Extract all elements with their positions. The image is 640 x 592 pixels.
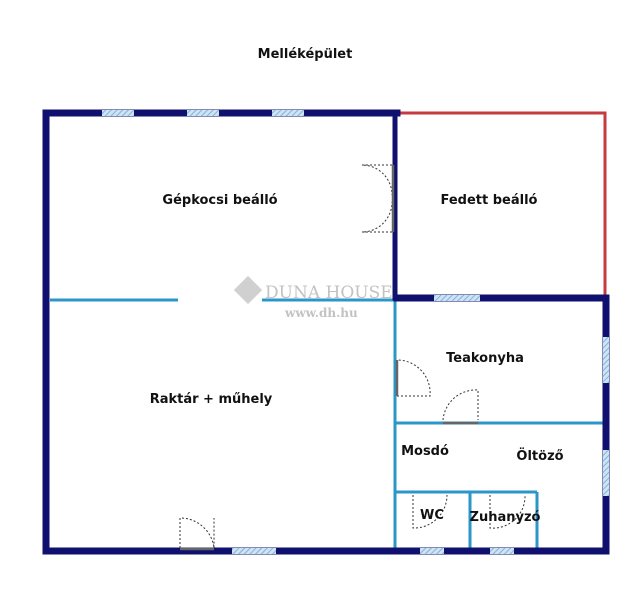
room-changing: Öltöző	[516, 448, 563, 464]
room-storage: Raktár + műhely	[150, 392, 273, 407]
room-covered: Fedett beálló	[441, 193, 538, 208]
room-shower: Zuhanyzó	[470, 510, 541, 525]
title: Melléképület	[258, 47, 353, 62]
windows	[102, 110, 609, 554]
room-garage: Gépkocsi beálló	[162, 193, 277, 208]
inner-walls	[50, 298, 603, 551]
watermark-url: www.dh.hu	[284, 306, 358, 320]
doors	[179, 164, 526, 549]
door-leaves	[180, 165, 478, 551]
outer-walls	[42, 109, 610, 555]
room-washroom: Mosdó	[401, 444, 449, 459]
open-side-walls	[397, 111, 607, 298]
watermark-brand: DUNA HOUSE	[265, 283, 393, 303]
room-kitchenette: Teakonyha	[446, 351, 524, 366]
watermark-logo: DUNA HOUSE www.dh.hu	[233, 275, 393, 320]
room-wc: WC	[420, 508, 444, 523]
